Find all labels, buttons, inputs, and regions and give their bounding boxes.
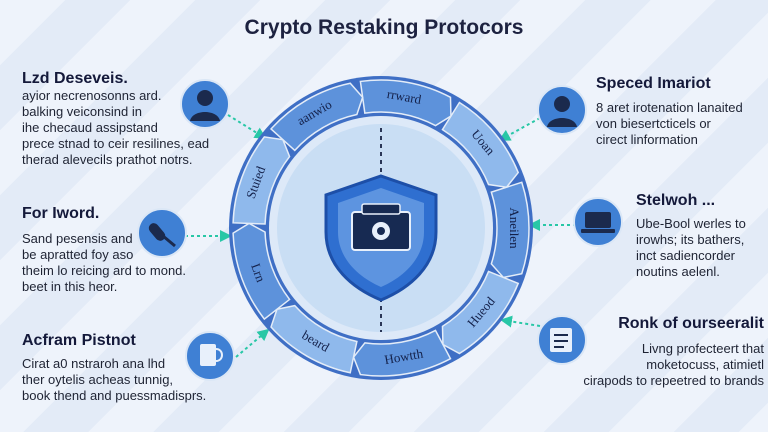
right-block-1: Speced Imariot 8 aret irotenation lanait…	[596, 75, 764, 148]
text-line: beet in this heor.	[22, 279, 118, 294]
text-line: balking veiconsind in	[22, 104, 142, 119]
text-line: ther oytelis acheas tunnig,	[22, 372, 174, 387]
left-block-3: Acfram Pistnot Cirat a0 nstraroh ana lhd…	[22, 332, 222, 404]
right-block-3-heading: Ronk of ourseeralit	[618, 315, 764, 332]
left-block-1-heading: Lzd Deseveis.	[22, 70, 128, 87]
right-block-3-text: Livng profecteert that moketocuss, atimi…	[552, 341, 764, 389]
text-line: Livng profecteert that	[641, 341, 764, 356]
right-block-1-text: 8 aret irotenation lanaited von biesertc…	[596, 100, 764, 148]
page-title: Crypto Restaking Protocors	[244, 16, 524, 39]
text-line: Cirat a0 nstraroh ana lhd	[22, 356, 166, 371]
shield-icon	[324, 174, 438, 302]
connector-line	[498, 117, 541, 141]
connector-line	[227, 114, 267, 140]
text-line: book thend and puessmadisprs.	[22, 388, 207, 403]
text-line: Sand pesensis and	[22, 231, 133, 246]
right-block-2-text: Ube-Bool werles to irowhs; its bathers, …	[636, 216, 766, 280]
text-line: ihe checaud assipstand	[22, 120, 158, 135]
text-line: be apratted foy aso	[22, 247, 134, 262]
icon-cup	[185, 331, 235, 381]
ring-segment-label: rrward	[386, 86, 423, 107]
right-block-2-heading: Stelwoh ...	[636, 192, 716, 209]
right-block-3: Ronk of ourseeralit Livng profecteert th…	[552, 315, 764, 389]
left-block-3-heading: Acfram Pistnot	[22, 332, 136, 349]
right-block-2: Stelwoh ... Ube-Bool werles to irowhs; i…	[636, 192, 766, 280]
icon-document	[537, 315, 587, 365]
text-line: irowhs; its bathers,	[636, 232, 745, 247]
left-block-2-text: Sand pesensis and be apratted foy aso th…	[22, 231, 202, 295]
ring-segment-label: Howtth	[383, 346, 425, 368]
text-line: noutins aelenl.	[636, 264, 720, 279]
text-line: moketocuss, atimietl	[646, 357, 764, 372]
ring-segment-label: Aneilen	[507, 207, 522, 249]
ring-segment-label: Lrn	[248, 261, 269, 284]
text-line: inct sadiencorder	[636, 248, 735, 263]
left-block-3-text: Cirat a0 nstraroh ana lhd ther oytelis a…	[22, 356, 222, 404]
ring-segments: rrwardUoanAneilenHueodHowtthbeardLrnStui…	[232, 79, 530, 377]
text-line: therad alevecils prathot notrs.	[22, 152, 193, 167]
left-block-1-text: ayior necrenosonns ard. balking veiconsi…	[22, 88, 222, 168]
text-line: von biesertcticels or	[596, 116, 711, 131]
connector-line	[500, 315, 541, 328]
icon-laptop	[573, 197, 623, 247]
text-line: prece stnad to ceir resilines, ead	[22, 136, 210, 151]
connector-line	[235, 328, 270, 358]
text-line: cirapods to repeetred to brands	[583, 373, 764, 388]
text-line: Ube-Bool werles to	[636, 216, 746, 231]
left-block-1: Lzd Deseveis. ayior necrenosonns ard. ba…	[22, 70, 222, 168]
text-line: cirect linformation	[596, 132, 698, 147]
connectors	[185, 114, 576, 358]
left-block-2-heading: For Iword.	[22, 205, 100, 222]
icon-person-left	[180, 79, 230, 129]
icon-person-right	[537, 85, 587, 135]
text-line: theim lo reicing ard to mond.	[22, 263, 187, 278]
icon-microphone	[137, 208, 187, 258]
ring-segment	[269, 82, 364, 152]
right-block-1-heading: Speced Imariot	[596, 75, 711, 92]
text-line: 8 aret irotenation lanaited	[596, 100, 743, 115]
text-line: ayior necrenosonns ard.	[22, 88, 162, 103]
left-block-2: For Iword. Sand pesensis and be apratted…	[22, 205, 202, 295]
